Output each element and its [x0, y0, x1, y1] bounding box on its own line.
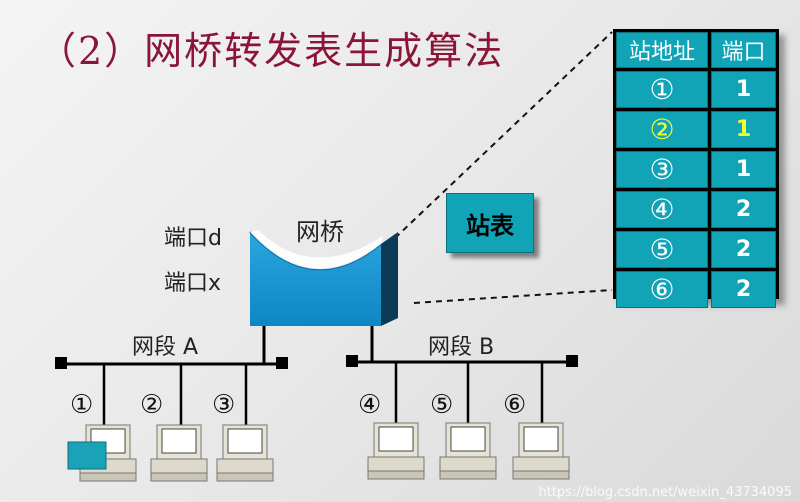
table-row-highlighted: ② 1	[616, 111, 776, 148]
port-cell: 2	[711, 191, 776, 228]
table-row: ④ 2	[616, 191, 776, 228]
port-cell: 1	[711, 151, 776, 188]
segment-b-line	[346, 355, 578, 428]
port-cell: 1	[711, 71, 776, 108]
callout-line-top	[394, 31, 613, 239]
host-label-6: ⑥	[503, 390, 527, 420]
table-row: ③ 1	[616, 151, 776, 188]
port-cell: 2	[711, 271, 776, 308]
forwarding-table: 站地址 端口 ① 1 ② 1 ③ 1 ④ 2 ⑤ 2 ⑥ 2	[613, 29, 779, 308]
segment-a-label: 网段 A	[132, 335, 199, 360]
port-cell: 2	[711, 231, 776, 268]
callout-line-bottom	[413, 289, 613, 304]
computer-5	[439, 422, 497, 480]
station-address-cell: ①	[616, 71, 708, 108]
port-cell: 1	[711, 111, 776, 148]
station-address-cell: ⑤	[616, 231, 708, 268]
port-d-label: 端口d	[164, 226, 222, 251]
host-label-1: ①	[70, 390, 94, 420]
station-address-cell: ②	[616, 111, 708, 148]
station-address-cell: ⑥	[616, 271, 708, 308]
host-label-2: ②	[140, 390, 164, 420]
computer-2	[150, 424, 208, 482]
computer-1	[67, 424, 137, 482]
header-port: 端口	[711, 32, 776, 68]
watermark-text: https://blog.csdn.net/weixin_43734095	[538, 485, 792, 500]
computer-3	[216, 424, 274, 482]
station-address-cell: ④	[616, 191, 708, 228]
segment-a-line	[55, 357, 288, 430]
bridge-device	[249, 230, 398, 326]
table-row: ⑥ 2	[616, 271, 776, 308]
table-row: ⑤ 2	[616, 231, 776, 268]
bridge-label: 网桥	[296, 218, 344, 246]
port-x-label: 端口x	[164, 271, 222, 296]
host-label-5: ⑤	[430, 390, 454, 420]
table-row: ① 1	[616, 71, 776, 108]
station-table-button[interactable]: 站表	[446, 193, 534, 253]
host-label-4: ④	[358, 390, 382, 420]
table-header-row: 站地址 端口	[616, 32, 776, 68]
segment-b-label: 网段 B	[428, 335, 495, 360]
computer-6	[512, 422, 570, 480]
computer-4	[367, 422, 425, 480]
header-station-address: 站地址	[616, 32, 708, 68]
station-address-cell: ③	[616, 151, 708, 188]
page-title: （2）网桥转发表生成算法	[38, 29, 505, 73]
host-label-3: ③	[212, 390, 236, 420]
